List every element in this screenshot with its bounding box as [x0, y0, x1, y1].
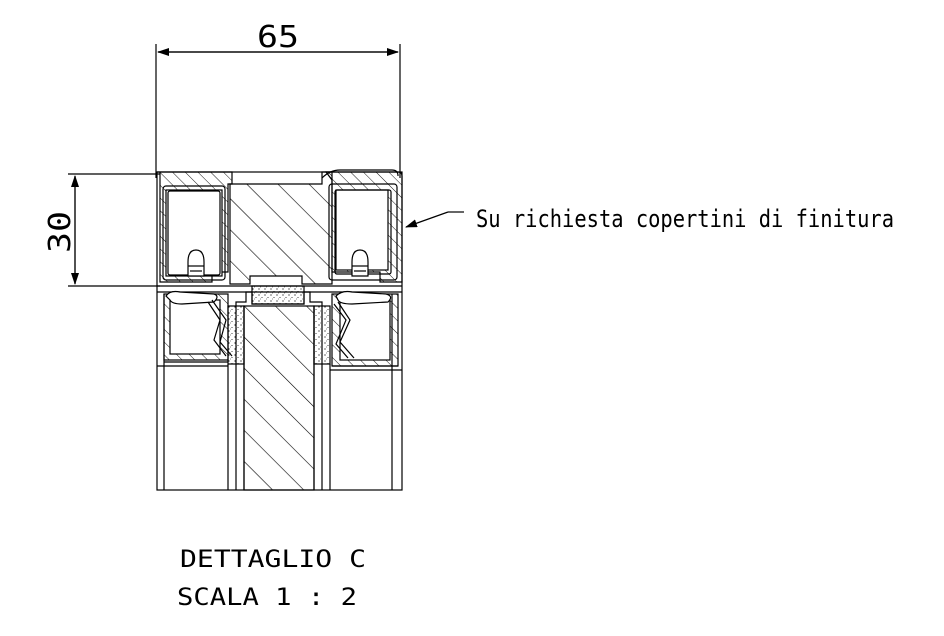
right-profile	[321, 169, 403, 283]
finishing-cover-note: Su richiesta copertini di finitura	[476, 205, 894, 233]
detail-caption-title: DETTAGLIO C	[180, 545, 366, 573]
width-dimension	[155, 44, 401, 178]
left-clip	[187, 249, 205, 277]
right-clip	[351, 249, 369, 277]
width-dimension-label: 65	[257, 20, 299, 55]
core-top-gasket	[251, 285, 305, 305]
section-assembly	[156, 169, 403, 491]
height-dimension	[68, 173, 160, 287]
left-profile	[157, 171, 233, 283]
detail-caption-scale: SCALA 1 : 2	[177, 583, 357, 611]
central-core	[243, 305, 315, 491]
left-seal	[163, 290, 233, 363]
height-dimension-label: 30	[43, 211, 78, 253]
right-seal	[331, 290, 399, 367]
central-body-top	[229, 171, 333, 285]
note-leader	[405, 211, 464, 228]
